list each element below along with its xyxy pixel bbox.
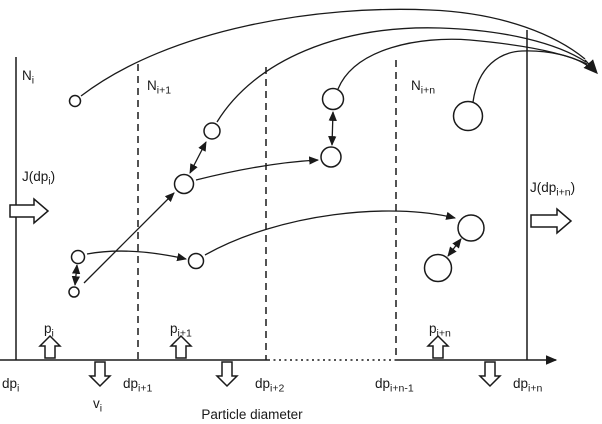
label-j-i: J(dpi) <box>22 169 55 188</box>
label-dp-in1: dpi+n-1 <box>375 376 414 395</box>
growth-arrow-4 <box>204 210 457 256</box>
coagulation-curves <box>80 8 598 123</box>
double-arrow-1 <box>189 141 207 174</box>
production-up-arrow-i1 <box>169 334 193 359</box>
double-arrow-2 <box>328 110 337 147</box>
double-arrow-4 <box>447 238 462 257</box>
label-dp-i2: dpi+2 <box>255 376 284 395</box>
particle-2 <box>70 249 86 265</box>
label-p-i: pi <box>44 321 54 340</box>
particle-8 <box>320 146 342 168</box>
particle-11 <box>423 253 453 283</box>
label-dp-i: dpi <box>2 376 19 395</box>
coagulation-curve-2 <box>216 27 587 123</box>
label-dp-i1: dpi+1 <box>123 376 152 395</box>
growth-arrow-2 <box>86 250 188 262</box>
label-j-in: J(dpi+n) <box>530 180 575 199</box>
growth-arrow-3 <box>195 156 320 181</box>
coagulation-curve-4 <box>472 50 589 103</box>
loss-down-arrow-2 <box>215 361 239 388</box>
label-v-i: vi <box>93 396 102 415</box>
label-p-i1: pi+1 <box>170 321 192 340</box>
block-arrows <box>9 197 573 388</box>
double-arrows <box>71 110 462 287</box>
particle-10 <box>457 214 485 242</box>
production-up-arrow-i <box>38 334 62 359</box>
labels: Ni Ni+1 Ni+n J(dpi) J(dpi+n) pi pi+1 pi+… <box>2 68 575 422</box>
frame <box>0 30 558 365</box>
particle-7 <box>321 87 345 111</box>
flux-out-block-arrow <box>530 207 573 235</box>
particle-4 <box>203 122 221 140</box>
flux-in-block-arrow <box>9 197 50 225</box>
coagulation-curve-1 <box>80 8 586 97</box>
growth-arrows <box>83 156 457 284</box>
particle-3 <box>68 286 80 298</box>
particle-9 <box>452 100 484 132</box>
particles <box>68 87 485 298</box>
label-n-in: Ni+n <box>411 78 435 97</box>
loss-down-arrow-1 <box>88 361 112 388</box>
label-n-i: Ni <box>22 68 34 87</box>
production-up-arrow-in <box>426 334 450 359</box>
coagulation-curve-3 <box>337 38 588 90</box>
particle-1 <box>68 94 82 108</box>
particle-5 <box>173 173 195 195</box>
x-axis-title: Particle diameter <box>201 407 303 422</box>
particle-6 <box>187 252 205 270</box>
label-n-i1: Ni+1 <box>147 78 171 97</box>
label-dp-in: dpi+n <box>513 376 542 395</box>
label-p-in: pi+n <box>429 321 451 340</box>
double-arrow-3 <box>71 263 81 287</box>
coagulation-arrowhead <box>583 59 598 75</box>
loss-down-arrow-3 <box>478 361 502 388</box>
growth-arrow-1 <box>83 192 175 284</box>
